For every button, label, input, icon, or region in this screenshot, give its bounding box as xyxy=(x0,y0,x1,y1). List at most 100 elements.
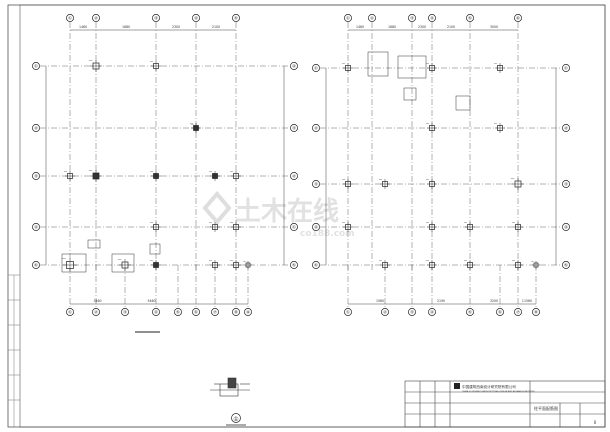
axis-bubble-right xyxy=(562,223,570,231)
detail-sketch xyxy=(210,377,250,397)
axis-bubble-bottom xyxy=(514,308,522,316)
axis-bubble-left xyxy=(312,124,320,132)
axis-bubble-bottom xyxy=(408,308,416,316)
detail-mark-label: ① xyxy=(233,416,238,423)
axis-bubble-bottom xyxy=(344,308,352,316)
axis-bubble-bottom-label: ② xyxy=(94,310,98,315)
axis-bubble-left-label: ⑤ xyxy=(314,263,318,268)
watermark-logo xyxy=(202,190,232,226)
dimension-label: 3200 xyxy=(490,299,498,303)
axis-bubble-left xyxy=(32,124,40,132)
axis-bubble-bottom xyxy=(466,308,474,316)
axis-bubble-right xyxy=(290,261,298,269)
axis-bubble-left-label: ② xyxy=(34,126,38,131)
axis-bubble-bottom-label: ⑥ xyxy=(498,310,502,315)
axis-bubble-bottom-label: ⑧ xyxy=(534,310,538,315)
title-block xyxy=(404,380,606,428)
axis-bubble-left xyxy=(312,223,320,231)
axis-bubble-left-label: ③ xyxy=(34,174,38,179)
dimension-label: 2100 xyxy=(447,25,455,29)
axis-bubble-top-label: ⑤ xyxy=(468,16,472,21)
axis-bubble-bottom-label: ⑥ xyxy=(194,310,198,315)
dimension-label: 3000 xyxy=(490,25,498,29)
axis-bubble-bottom xyxy=(152,308,160,316)
axis-bubble-bottom-label: ⑦ xyxy=(516,310,520,315)
axis-bubble-left xyxy=(32,172,40,180)
detail-callout xyxy=(87,239,101,249)
axis-bubble-top-label: ④ xyxy=(430,16,434,21)
detail-callout xyxy=(455,95,471,111)
axis-bubble-left xyxy=(312,64,320,72)
detail-mark: ① xyxy=(226,413,246,426)
axis-bubble-left xyxy=(312,261,320,269)
dimension-label: 2190 xyxy=(437,299,445,303)
axis-bubble-left xyxy=(312,180,320,188)
axis-bubble-right-label: ② xyxy=(292,174,296,179)
axis-bubble-bottom-label: ⑧ xyxy=(234,310,238,315)
axis-bubble-right-label: ④ xyxy=(564,225,568,230)
axis-bubble-top xyxy=(344,14,352,22)
axis-bubble-right xyxy=(290,172,298,180)
axis-bubble-bottom-label: ⑤ xyxy=(468,310,472,315)
axis-bubble-bottom-label: ⑨ xyxy=(246,310,250,315)
axis-bubble-bottom xyxy=(92,308,100,316)
axis-bubble-right-label: ⑤ xyxy=(292,263,296,268)
axis-bubble-top-label: ④ xyxy=(194,16,198,21)
axis-bubble-right xyxy=(290,124,298,132)
axis-bubble-left-label: ① xyxy=(34,64,38,69)
drawing-name: 柱平面配筋图 xyxy=(534,405,558,411)
axis-bubble-top xyxy=(92,14,100,22)
axis-bubble-right-label: ④ xyxy=(292,64,296,69)
axis-bubble-top xyxy=(152,14,160,22)
detail-callout xyxy=(397,55,427,79)
sheet-number: 0 xyxy=(594,420,597,425)
axis-bubble-right xyxy=(290,223,298,231)
axis-bubble-left-label: ⑤ xyxy=(34,263,38,268)
axis-bubble-top xyxy=(514,14,522,22)
axis-bubble-bottom-label: ③ xyxy=(410,310,414,315)
axis-bubble-top xyxy=(66,14,74,22)
detail-callout xyxy=(367,51,389,77)
axis-bubble-left-label: ③ xyxy=(314,182,318,187)
axis-bubble-top-label: ① xyxy=(68,16,72,21)
detail-callout xyxy=(403,87,417,101)
axis-bubble-left xyxy=(32,261,40,269)
detail-callout xyxy=(61,253,87,273)
dimension-label: 1460 xyxy=(356,25,364,29)
dimension-label: 2100 xyxy=(212,25,220,29)
axis-bubble-bottom-label: ④ xyxy=(430,310,434,315)
axis-bubble-right-label: ① xyxy=(292,225,296,230)
axis-bubble-right xyxy=(562,64,570,72)
sheet-border xyxy=(7,4,606,428)
detail-callout xyxy=(149,243,161,255)
axis-bubble-left xyxy=(32,223,40,231)
dimension-label: 1680 xyxy=(388,25,396,29)
axis-bubble-right xyxy=(562,124,570,132)
axis-bubble-bottom xyxy=(192,308,200,316)
axis-bubble-top-label: ⑤ xyxy=(234,16,238,21)
axis-bubble-top xyxy=(466,14,474,22)
axis-bubble-bottom xyxy=(496,308,504,316)
axis-bubble-top xyxy=(232,14,240,22)
axis-bubble-bottom xyxy=(381,308,389,316)
binding-strip xyxy=(8,274,20,427)
axis-bubble-bottom xyxy=(121,308,129,316)
axis-bubble-top-label: ③ xyxy=(154,16,158,21)
axis-bubble-top-label: ② xyxy=(94,16,98,21)
axis-bubble-left-label: ④ xyxy=(314,225,318,230)
axis-bubble-top xyxy=(368,14,376,22)
axis-bubble-top xyxy=(408,14,416,22)
axis-bubble-bottom-label: ① xyxy=(68,310,72,315)
axis-bubble-right-label: ③ xyxy=(564,182,568,187)
axis-bubble-top xyxy=(428,14,436,22)
axis-bubble-bottom-label: ③ xyxy=(123,310,127,315)
dimension-label: 11560 xyxy=(522,299,532,303)
dimension-label: 2300 xyxy=(418,25,426,29)
axis-bubble-bottom-label: ⑤ xyxy=(176,310,180,315)
company-name-en: CHINA SOUTHWEST ARCHITECTURAL DESIGN AND… xyxy=(462,390,535,393)
axis-bubble-right-label: ② xyxy=(564,126,568,131)
axis-bubble-bottom xyxy=(211,308,219,316)
watermark-en: co188.com xyxy=(300,229,355,239)
